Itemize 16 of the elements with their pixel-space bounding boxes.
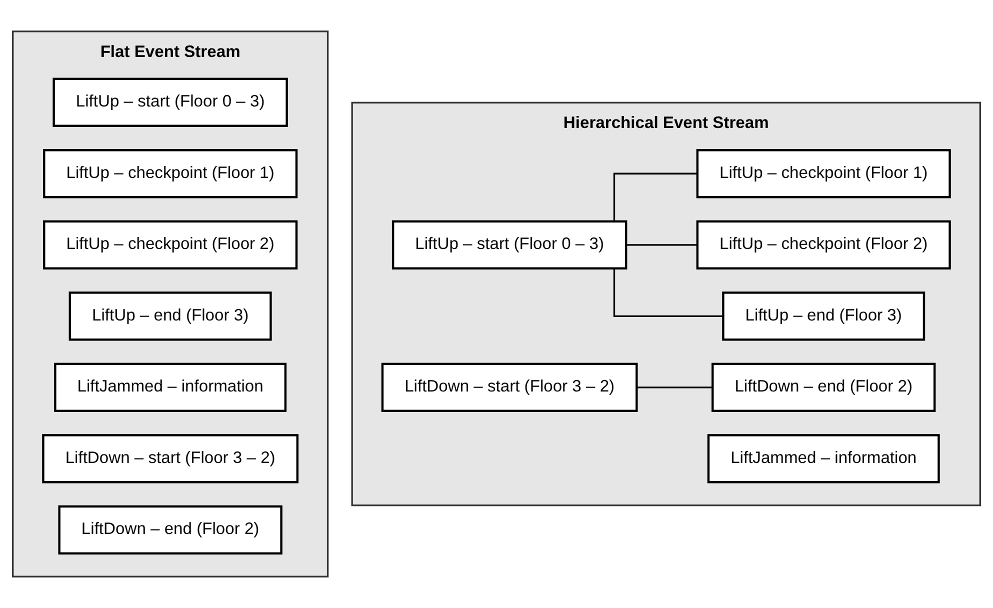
node-box: LiftDown – start (Floor 3 – 2) <box>381 362 638 412</box>
connector <box>626 244 698 246</box>
node-box: LiftJammed – information <box>54 362 287 412</box>
node-box: LiftUp – checkpoint (Floor 2) <box>696 220 951 270</box>
node-box: LiftDown – end (Floor 2) <box>712 362 936 412</box>
node-box: LiftUp – start (Floor 0 – 3) <box>392 220 628 270</box>
node-box: LiftUp – start (Floor 0 – 3) <box>52 78 288 127</box>
node-box: LiftUp – end (Floor 3) <box>68 292 272 341</box>
node-box: LiftUp – checkpoint (Floor 2) <box>43 220 298 270</box>
node-box: LiftJammed – information <box>707 434 940 484</box>
node-box: LiftDown – start (Floor 3 – 2) <box>42 434 298 484</box>
connector <box>636 386 713 388</box>
node-box: LiftUp – end (Floor 3) <box>722 292 926 341</box>
node-box: LiftDown – end (Floor 2) <box>58 505 282 554</box>
node-box: LiftUp – checkpoint (Floor 1) <box>696 149 951 198</box>
node-box: LiftUp – checkpoint (Floor 1) <box>43 149 298 198</box>
